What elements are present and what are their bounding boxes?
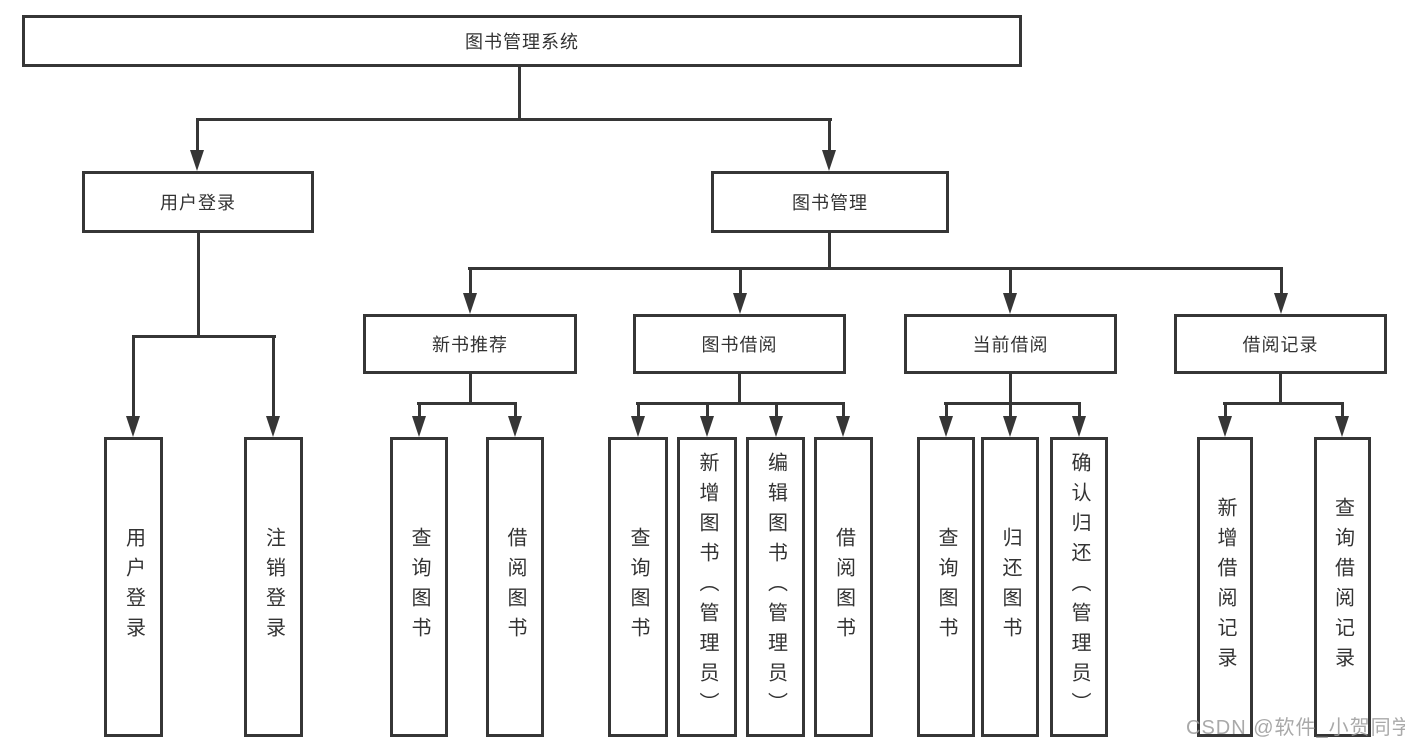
arrow-down-icon [412, 416, 426, 437]
node-book-borrow: 图书借阅 [633, 314, 846, 374]
leaf-label: 编辑图书（管理员） [764, 452, 787, 722]
leaf-user-login: 用户登录 [104, 437, 163, 737]
arrow-down-icon [126, 416, 140, 437]
leaf-label: 查询图书 [627, 527, 649, 647]
edge-line [828, 118, 831, 154]
node-borrow-records: 借阅记录 [1174, 314, 1387, 374]
edge-line [514, 402, 517, 419]
node-label: 用户登录 [160, 193, 236, 213]
arrow-down-icon [769, 416, 783, 437]
leaf-query-books-current: 查询图书 [917, 437, 975, 737]
leaf-label: 查询图书 [935, 527, 957, 647]
edge-line [196, 118, 199, 154]
leaf-logout: 注销登录 [244, 437, 303, 737]
arrow-down-icon [822, 150, 836, 171]
node-label: 当前借阅 [972, 335, 1049, 355]
edge-line [1280, 267, 1283, 296]
edge-line [1078, 402, 1081, 419]
edge-line [197, 233, 200, 338]
edge-line [775, 402, 778, 419]
leaf-label: 查询图书 [408, 527, 430, 647]
leaf-borrow-books: 借阅图书 [814, 437, 873, 737]
edge-line [706, 402, 709, 419]
edge-line [132, 335, 276, 338]
edge-line [739, 267, 742, 296]
edge-line [272, 335, 275, 418]
leaf-query-books-recommend: 查询图书 [390, 437, 448, 737]
leaf-label: 归还图书 [999, 527, 1021, 647]
arrow-down-icon [190, 150, 204, 171]
leaf-query-books-borrow: 查询图书 [608, 437, 668, 737]
leaf-return-book: 归还图书 [981, 437, 1039, 737]
edge-line [132, 335, 135, 418]
arrow-down-icon [733, 293, 747, 314]
edge-line [1223, 402, 1344, 405]
leaf-label: 查询借阅记录 [1331, 497, 1354, 677]
leaf-label: 确认归还（管理员） [1068, 452, 1090, 722]
watermark: CSDN @软件_小贺同学 [1186, 717, 1405, 739]
arrow-down-icon [700, 416, 714, 437]
node-label: 借阅记录 [1242, 335, 1319, 355]
edge-line [469, 374, 472, 405]
arrow-down-icon [631, 416, 645, 437]
leaf-add-borrow-record: 新增借阅记录 [1197, 437, 1253, 737]
edge-line [738, 374, 741, 405]
edge-line [842, 402, 845, 419]
arrow-down-icon [836, 416, 850, 437]
edge-line [418, 402, 421, 419]
leaf-label: 借阅图书 [832, 527, 855, 647]
node-label: 新书推荐 [432, 335, 508, 355]
edge-line [417, 402, 517, 405]
leaf-confirm-return-admin: 确认归还（管理员） [1050, 437, 1108, 737]
node-library-system-root: 图书管理系统 [22, 15, 1022, 67]
leaf-label: 用户登录 [122, 527, 145, 647]
arrow-down-icon [1274, 293, 1288, 314]
node-current-borrow: 当前借阅 [904, 314, 1117, 374]
edge-line [944, 402, 1081, 405]
edge-line [1341, 402, 1344, 419]
arrow-down-icon [1072, 416, 1086, 437]
arrow-down-icon [1335, 416, 1349, 437]
edge-line [636, 402, 845, 405]
edge-line [1279, 374, 1282, 405]
edge-line [468, 267, 1283, 270]
edge-line [1009, 374, 1012, 405]
edge-line [1009, 402, 1012, 419]
leaf-edit-book-admin: 编辑图书（管理员） [746, 437, 805, 737]
edge-line [196, 118, 832, 121]
arrow-down-icon [939, 416, 953, 437]
edge-line [945, 402, 948, 419]
leaf-borrow-books-recommend: 借阅图书 [486, 437, 544, 737]
node-new-book-recommend: 新书推荐 [363, 314, 577, 374]
arrow-down-icon [463, 293, 477, 314]
arrow-down-icon [1003, 293, 1017, 314]
arrow-down-icon [508, 416, 522, 437]
leaf-label: 注销登录 [262, 527, 285, 647]
leaf-add-book-admin: 新增图书（管理员） [677, 437, 737, 737]
node-user-login: 用户登录 [82, 171, 314, 233]
arrow-down-icon [1218, 416, 1232, 437]
node-label: 图书借阅 [701, 335, 778, 355]
edge-line [469, 267, 472, 296]
leaf-label: 新增借阅记录 [1214, 497, 1236, 677]
edge-line [1224, 402, 1227, 419]
edge-line [828, 233, 831, 270]
leaf-query-borrow-record: 查询借阅记录 [1314, 437, 1371, 737]
node-label: 图书管理系统 [465, 32, 579, 52]
edge-line [1009, 267, 1012, 296]
arrow-down-icon [266, 416, 280, 437]
edge-line [518, 66, 521, 120]
leaf-label: 借阅图书 [504, 527, 526, 647]
leaf-label: 新增图书（管理员） [696, 452, 718, 722]
node-label: 图书管理 [792, 193, 868, 213]
edge-line [637, 402, 640, 419]
node-book-management: 图书管理 [711, 171, 949, 233]
arrow-down-icon [1003, 416, 1017, 437]
